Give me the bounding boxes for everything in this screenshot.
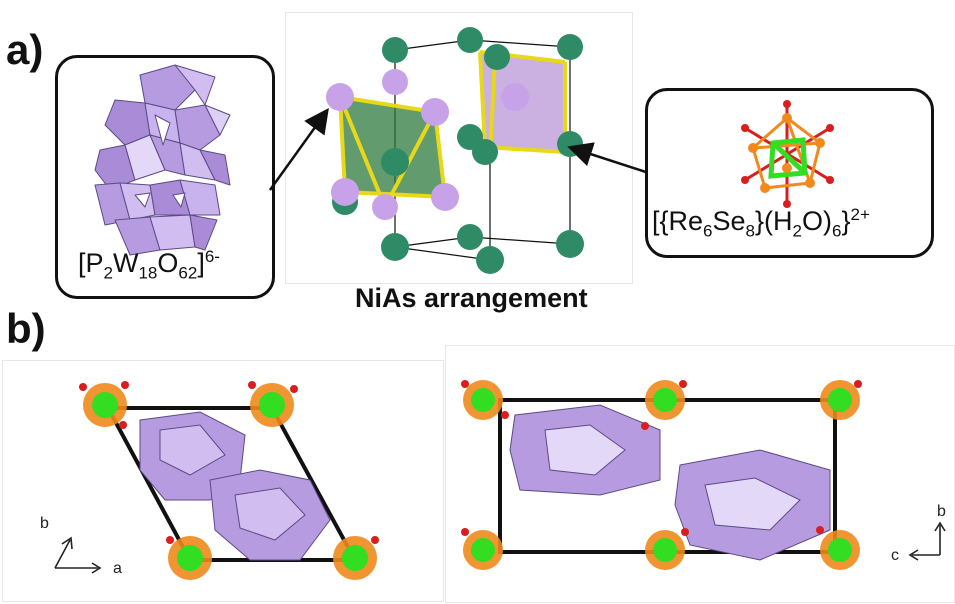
pom-polyhedra-illustration	[94, 64, 231, 256]
left-axis-a-label: a	[113, 560, 122, 577]
panel-a-label: a)	[6, 26, 44, 73]
left-axis-b-label: b	[40, 515, 49, 532]
packing-view-left-frame	[2, 360, 444, 602]
nias-structure-illustration	[326, 27, 584, 274]
cluster-markers-left	[79, 381, 379, 580]
panel-b-label: b)	[6, 305, 46, 352]
re6se8-cluster-illustration	[741, 100, 834, 208]
cluster-markers-right	[461, 380, 862, 570]
nias-caption: NiAs arrangement	[355, 283, 588, 313]
pom-formula: [P2W18O62]6-	[78, 247, 220, 283]
right-axis-c-label: c	[891, 547, 899, 564]
cluster-formula: [{Re6Se8}(H2O)6}2+	[652, 205, 870, 241]
nias-frame	[285, 12, 633, 284]
right-axis-b-label: b	[937, 503, 946, 520]
